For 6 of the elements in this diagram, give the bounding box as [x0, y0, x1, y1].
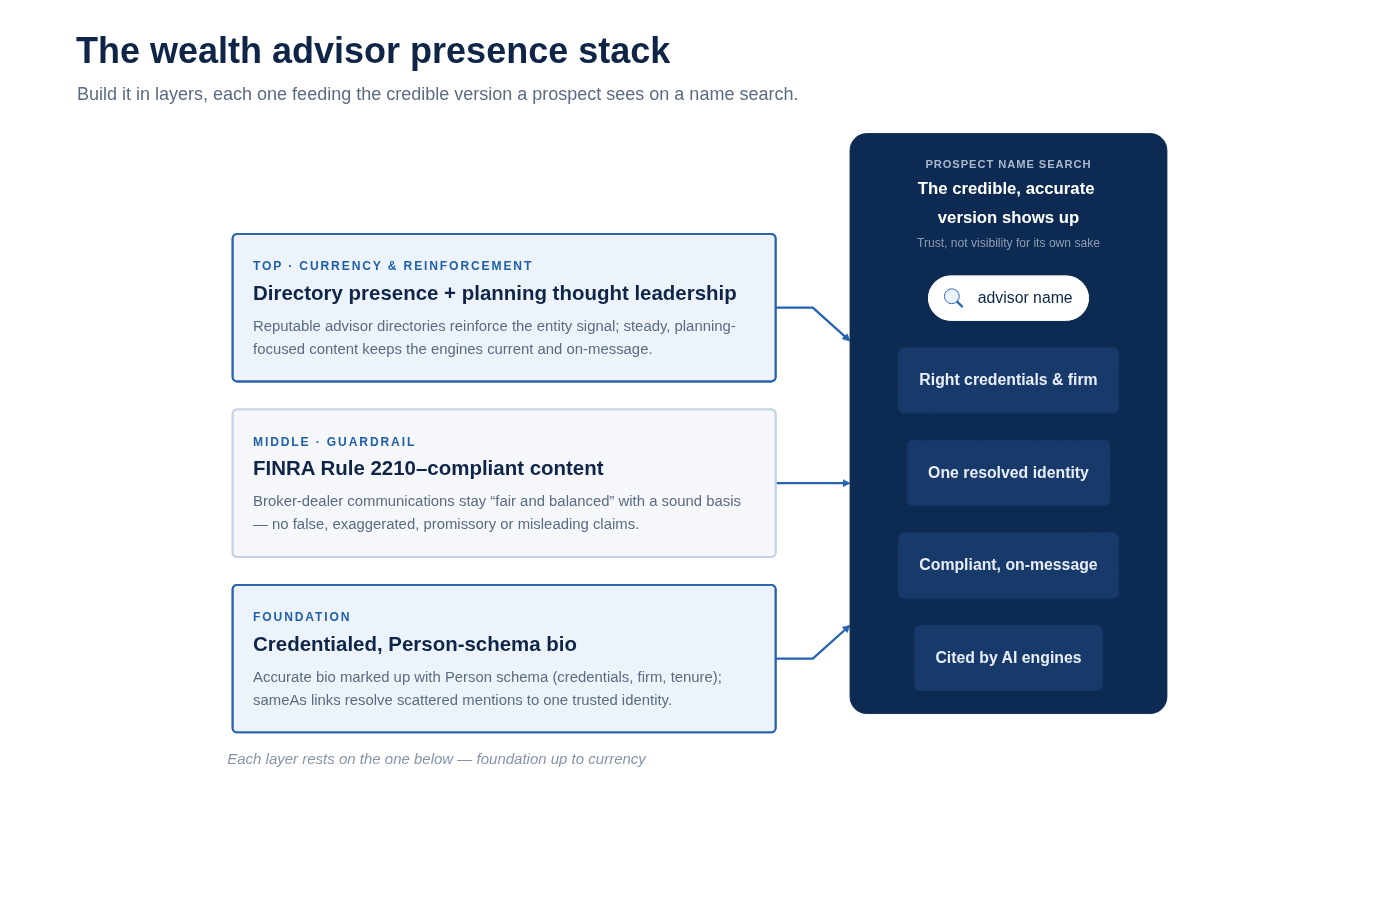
arrow — [775, 306, 851, 342]
subtitle: Build it in layers, each one feeding the credible version a prospect sees on a name search. — [77, 84, 799, 105]
note: Each layer rests on the one below — foundation up to currency — [227, 750, 646, 767]
title: The wealth advisor presence stack — [76, 30, 671, 72]
arrow — [775, 479, 851, 488]
arrow — [775, 624, 851, 660]
